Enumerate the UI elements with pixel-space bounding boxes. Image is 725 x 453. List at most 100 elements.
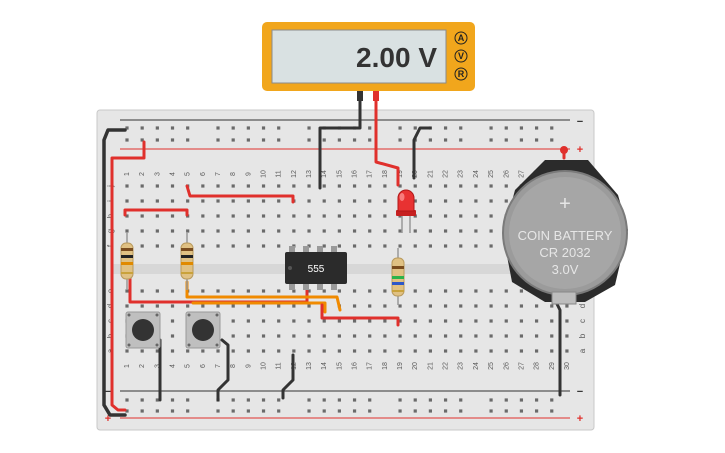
battery-line-3: 3.0V	[552, 262, 579, 277]
column-number-bottom: 21	[427, 362, 434, 370]
column-number-bottom: 28	[534, 362, 541, 370]
resistor-1[interactable]	[120, 233, 134, 290]
row-label-right: a	[578, 348, 587, 353]
column-number-bottom: 14	[321, 362, 328, 370]
column-number-bottom: 19	[397, 362, 404, 370]
column-number-bottom: 1	[124, 364, 131, 368]
mode-button-v[interactable]: V	[454, 49, 468, 63]
column-number-bottom: 11	[276, 362, 283, 369]
column-number-top: 27	[518, 170, 525, 178]
battery-line-2: CR 2032	[539, 245, 590, 260]
column-number-bottom: 18	[382, 362, 389, 370]
column-number-top: 5	[185, 172, 192, 176]
rail-minus-top: −	[577, 116, 583, 128]
column-number-bottom: 16	[352, 362, 359, 370]
column-number-bottom: 2	[139, 364, 146, 368]
multimeter-reading: 2.00 V	[356, 42, 437, 73]
column-number-bottom: 4	[170, 364, 177, 368]
row-label-right: d	[578, 304, 587, 308]
rail-plus-bottom-left: +	[105, 413, 111, 425]
mode-button-a[interactable]: A	[454, 31, 468, 45]
svg-text:R: R	[458, 69, 465, 79]
column-number-bottom: 26	[503, 362, 510, 370]
column-number-top: 23	[458, 170, 465, 178]
column-number-top: 7	[215, 172, 222, 176]
pushbutton-2[interactable]	[185, 311, 221, 349]
column-number-top: 10	[261, 170, 268, 178]
column-number-top: 6	[200, 172, 207, 176]
wire-black-chip[interactable]	[281, 353, 295, 400]
row-label-right: c	[578, 319, 587, 323]
column-number-bottom: 5	[185, 364, 192, 368]
multimeter[interactable]: 2.00 V A V R	[262, 22, 475, 101]
column-number-bottom: 13	[306, 362, 313, 370]
column-number-bottom: 9	[245, 364, 252, 368]
led-red[interactable]	[396, 189, 416, 233]
probe-black-tip	[357, 91, 363, 101]
resistor-3[interactable]	[391, 248, 405, 305]
column-number-top: 16	[352, 170, 359, 178]
column-number-top: 20	[412, 170, 419, 178]
column-number-bottom: 24	[473, 362, 480, 370]
wire-orange-trigger[interactable]	[191, 301, 327, 314]
column-number-top: 12	[291, 170, 298, 178]
chip-555[interactable]: 555	[285, 246, 347, 290]
row-label-right: b	[578, 333, 587, 338]
column-number-bottom: 7	[215, 364, 222, 368]
wire-red-output[interactable]	[320, 303, 400, 327]
column-number-top: 11	[276, 170, 283, 177]
wire-red-left-rail[interactable]	[110, 140, 146, 412]
wire-red-resistors[interactable]	[123, 208, 189, 217]
column-number-bottom: 30	[564, 362, 571, 370]
pushbutton-1[interactable]	[125, 311, 161, 349]
resistor-2[interactable]	[180, 233, 194, 290]
svg-text:A: A	[458, 33, 465, 43]
rail-plus-bottom-right: +	[577, 413, 583, 425]
column-number-top: 22	[443, 170, 450, 178]
wire-black-left-rail[interactable]	[102, 128, 127, 417]
column-number-top: 26	[503, 170, 510, 178]
wires[interactable]	[102, 98, 566, 417]
coin-battery[interactable]: + COIN BATTERY CR 2032 3.0V	[502, 146, 628, 305]
column-number-bottom: 23	[458, 362, 465, 370]
column-number-top: 19	[397, 170, 404, 178]
column-number-bottom: 8	[230, 364, 237, 368]
column-number-top: 25	[488, 170, 495, 178]
column-number-bottom: 22	[443, 362, 450, 370]
column-number-bottom: 6	[200, 364, 207, 368]
column-number-bottom: 20	[412, 362, 419, 370]
wire-black-button2[interactable]	[216, 338, 230, 402]
column-number-top: 13	[306, 170, 313, 178]
column-number-bottom: 10	[261, 362, 268, 370]
rail-minus-bottom-right: −	[577, 386, 583, 398]
mode-button-r[interactable]: R	[454, 67, 468, 81]
wire-red-probe[interactable]	[374, 98, 400, 187]
column-number-bottom: 17	[367, 362, 374, 370]
column-number-top: 17	[367, 170, 374, 178]
wire-black-led[interactable]	[412, 126, 432, 180]
column-number-top: 24	[473, 170, 480, 178]
svg-text:V: V	[458, 51, 464, 61]
column-number-top: 3	[154, 172, 161, 176]
column-number-bottom: 3	[154, 364, 161, 368]
column-number-bottom: 25	[488, 362, 495, 370]
multimeter-screen	[271, 29, 447, 84]
probe-red-tip	[373, 91, 379, 101]
rail-plus-top: +	[577, 144, 583, 156]
column-number-bottom: 29	[549, 362, 556, 370]
column-number-bottom: 15	[336, 362, 343, 370]
battery-plus-terminal	[560, 146, 568, 154]
battery-line-1: COIN BATTERY	[518, 228, 613, 243]
column-number-top: 15	[336, 170, 343, 178]
column-number-top: 4	[170, 172, 177, 176]
chip-label: 555	[308, 264, 325, 275]
battery-symbol: +	[559, 193, 571, 215]
column-number-top: 14	[321, 170, 328, 178]
wire-red-top[interactable]	[185, 184, 295, 204]
column-number-top: 9	[245, 172, 252, 176]
wire-black-probe[interactable]	[318, 98, 362, 190]
column-number-top: 1	[124, 172, 131, 176]
